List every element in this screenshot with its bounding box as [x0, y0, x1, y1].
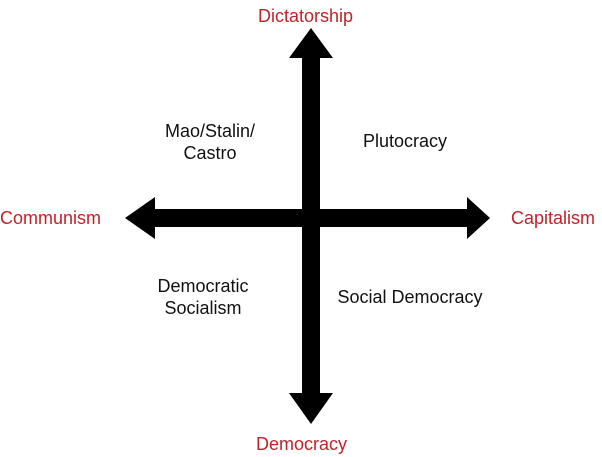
quadrant-label-top-right: Plutocracy	[345, 130, 465, 152]
arrowhead-right	[467, 197, 490, 239]
axis-label-left: Communism	[0, 208, 102, 228]
quadrant-label-bottom-left-line-2: Socialism	[164, 298, 242, 318]
horizontal-axis	[125, 197, 490, 239]
arrowhead-down	[289, 393, 333, 424]
quadrant-label-top-left: Mao/Stalin/ Castro	[150, 120, 270, 164]
quadrant-label-top-left-line-1: Mao/Stalin/	[164, 121, 256, 141]
quadrant-label-bottom-left-line-1: Democratic	[157, 276, 249, 296]
axis-label-bottom: Democracy	[256, 434, 348, 454]
arrowhead-left	[125, 197, 155, 239]
quadrant-label-bottom-left: Democratic Socialism	[143, 275, 263, 319]
quadrant-label-bottom-right: Social Democracy	[325, 286, 495, 308]
axis-label-top: Dictatorship	[258, 6, 354, 26]
arrowhead-up	[289, 28, 333, 58]
quadrant-label-top-right-line-1: Plutocracy	[362, 131, 448, 151]
quadrant-label-top-left-line-2: Castro	[183, 143, 237, 163]
axis-label-right: Capitalism	[511, 208, 596, 228]
quadrant-label-bottom-right-line-1: Social Democracy	[337, 287, 483, 307]
horizontal-axis-shaft	[150, 209, 472, 227]
